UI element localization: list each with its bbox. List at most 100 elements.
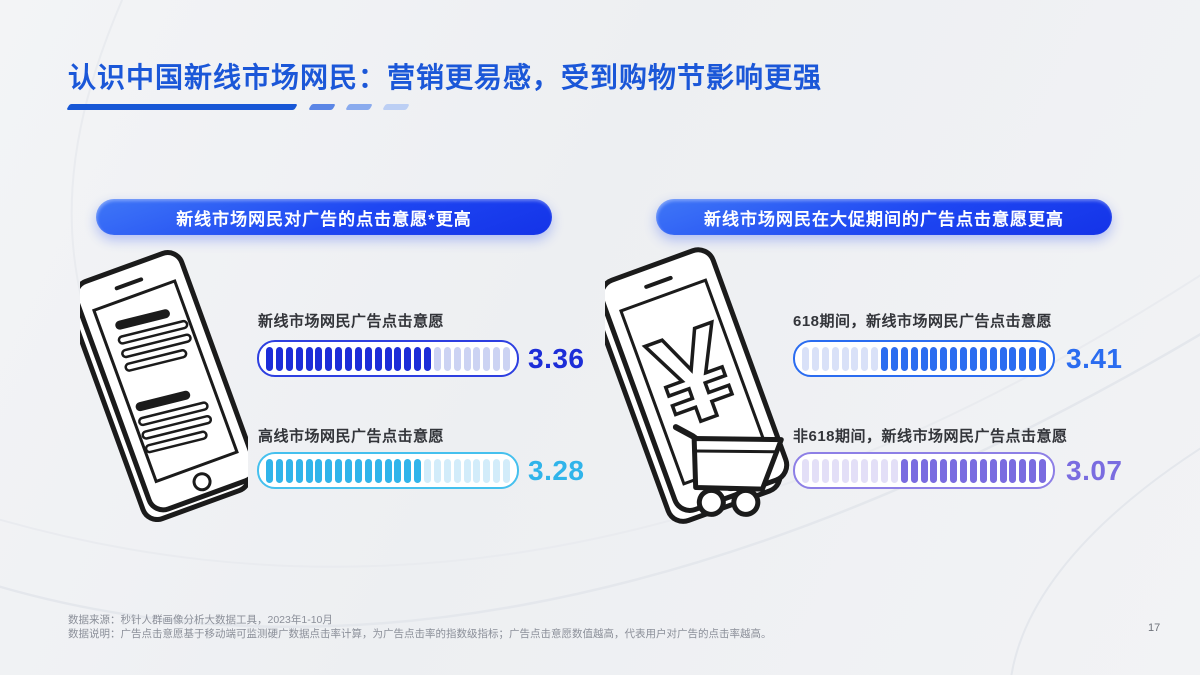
- gauge-segment: [890, 458, 898, 483]
- gauge-segment: [394, 346, 402, 371]
- gauge-segment: [1009, 458, 1017, 483]
- gauge-segment: [463, 346, 471, 371]
- gauge-segment: [861, 346, 869, 371]
- gauge-segment: [910, 346, 918, 371]
- gauge-segment: [493, 458, 501, 483]
- gauge-segment: [493, 346, 501, 371]
- gauge-segment: [305, 458, 313, 483]
- gauge-segment: [900, 346, 908, 371]
- gauge-segment: [802, 458, 809, 483]
- gauge-segment: [285, 346, 293, 371]
- footnotes: 数据来源：秒针人群画像分析大数据工具，2023年1-10月 数据说明：广告点击意…: [68, 613, 772, 641]
- footnote-description: 数据说明：广告点击意愿基于移动端可监测硬广数据点击率计算，为广告点击率的指数级指…: [68, 628, 772, 640]
- underline-dash: [308, 104, 336, 110]
- gauge-segment: [424, 458, 431, 483]
- gauge-segment: [384, 458, 392, 483]
- gauge-segment: [920, 458, 928, 483]
- gauge-segment: [940, 346, 948, 371]
- underline-dash: [382, 104, 410, 110]
- gauge-segment: [483, 346, 491, 371]
- gauge-segment: [295, 458, 303, 483]
- gauge-segment: [453, 346, 461, 371]
- gauge-segment: [920, 346, 928, 371]
- gauge-segment: [851, 346, 859, 371]
- bar-label: 高线市场网民广告点击意愿: [258, 428, 445, 445]
- bar-label: 新线市场网民广告点击意愿: [258, 313, 445, 330]
- gauge-segment: [989, 346, 997, 371]
- gauge-segment: [811, 458, 819, 483]
- gauge-segment: [325, 346, 333, 371]
- gauge-segment: [851, 458, 859, 483]
- gauge-segment: [315, 458, 323, 483]
- gauge-segment: [871, 346, 879, 371]
- gauge-segment: [473, 346, 481, 371]
- gauge-segment: [999, 346, 1007, 371]
- gauge-segment: [841, 458, 849, 483]
- gauge-segment: [275, 458, 283, 483]
- gauge-segment: [950, 458, 958, 483]
- gauge-segment: [463, 458, 471, 483]
- gauge-segment: [1019, 458, 1027, 483]
- bar-label: 非618期间，新线市场网民广告点击意愿: [793, 428, 1068, 445]
- page-title: 认识中国新线市场网民：营销更易感，受到购物节影响更强: [68, 62, 823, 93]
- bar-label: 618期间，新线市场网民广告点击意愿: [793, 313, 1053, 330]
- title-underline: [66, 104, 410, 110]
- tablet-illustration: [80, 250, 248, 522]
- gauge-segment: [861, 458, 869, 483]
- gauge-segment: [871, 458, 879, 483]
- footnote-source: 数据来源：秒针人群画像分析大数据工具，2023年1-10月: [68, 614, 333, 626]
- gauge-segment: [950, 346, 958, 371]
- underline-dash: [345, 104, 373, 110]
- gauge-segment: [424, 346, 431, 371]
- gauge-track: [257, 340, 519, 377]
- gauge-segment: [881, 458, 888, 483]
- gauge-segment: [404, 346, 412, 371]
- gauge-segment: [433, 346, 441, 371]
- gauge-segment: [930, 458, 938, 483]
- gauge-segment: [821, 458, 829, 483]
- gauge-segment: [335, 346, 343, 371]
- gauge-segment: [266, 458, 273, 483]
- gauge-segment: [443, 458, 451, 483]
- gauge-segment: [960, 346, 967, 371]
- gauge-segment: [969, 458, 977, 483]
- gauge-segment: [910, 458, 918, 483]
- gauge-segment: [841, 346, 849, 371]
- gauge-segment: [930, 346, 938, 371]
- gauge-segment: [1029, 346, 1037, 371]
- gauge-segment: [811, 346, 819, 371]
- gauge-segment: [285, 458, 293, 483]
- gauge-segment: [414, 458, 422, 483]
- gauge-segment: [414, 346, 422, 371]
- gauge-segment: [266, 346, 273, 371]
- gauge-segment: [453, 458, 461, 483]
- underline-main: [66, 104, 298, 110]
- phone-yuan-cart-illustration: ¥: [605, 247, 790, 524]
- gauge-segment: [989, 458, 997, 483]
- gauge-segment: [325, 458, 333, 483]
- gauge-segment: [374, 346, 382, 371]
- bar-value: 3.07: [1066, 455, 1123, 486]
- gauge-track: [793, 340, 1055, 377]
- gauge-segment: [315, 346, 323, 371]
- gauge-segment: [384, 346, 392, 371]
- right-banner: 新线市场网民在大促期间的广告点击意愿更高: [656, 199, 1112, 235]
- gauge-segment: [443, 346, 451, 371]
- gauge-segment: [960, 458, 967, 483]
- gauge-segment: [802, 346, 809, 371]
- gauge-segment: [1039, 458, 1046, 483]
- gauge-segment: [374, 458, 382, 483]
- gauge-segment: [1029, 458, 1037, 483]
- gauge-segment: [354, 346, 362, 371]
- gauge-segment: [364, 458, 372, 483]
- bar-value: 3.36: [528, 343, 585, 374]
- gauge-segment: [345, 346, 352, 371]
- gauge-segment: [305, 346, 313, 371]
- gauge-segment: [483, 458, 491, 483]
- gauge-segment: [1009, 346, 1017, 371]
- left-banner: 新线市场网民对广告的点击意愿*更高: [96, 199, 552, 235]
- gauge-track: [793, 452, 1055, 489]
- gauge-segment: [473, 458, 481, 483]
- gauge-segment: [831, 346, 839, 371]
